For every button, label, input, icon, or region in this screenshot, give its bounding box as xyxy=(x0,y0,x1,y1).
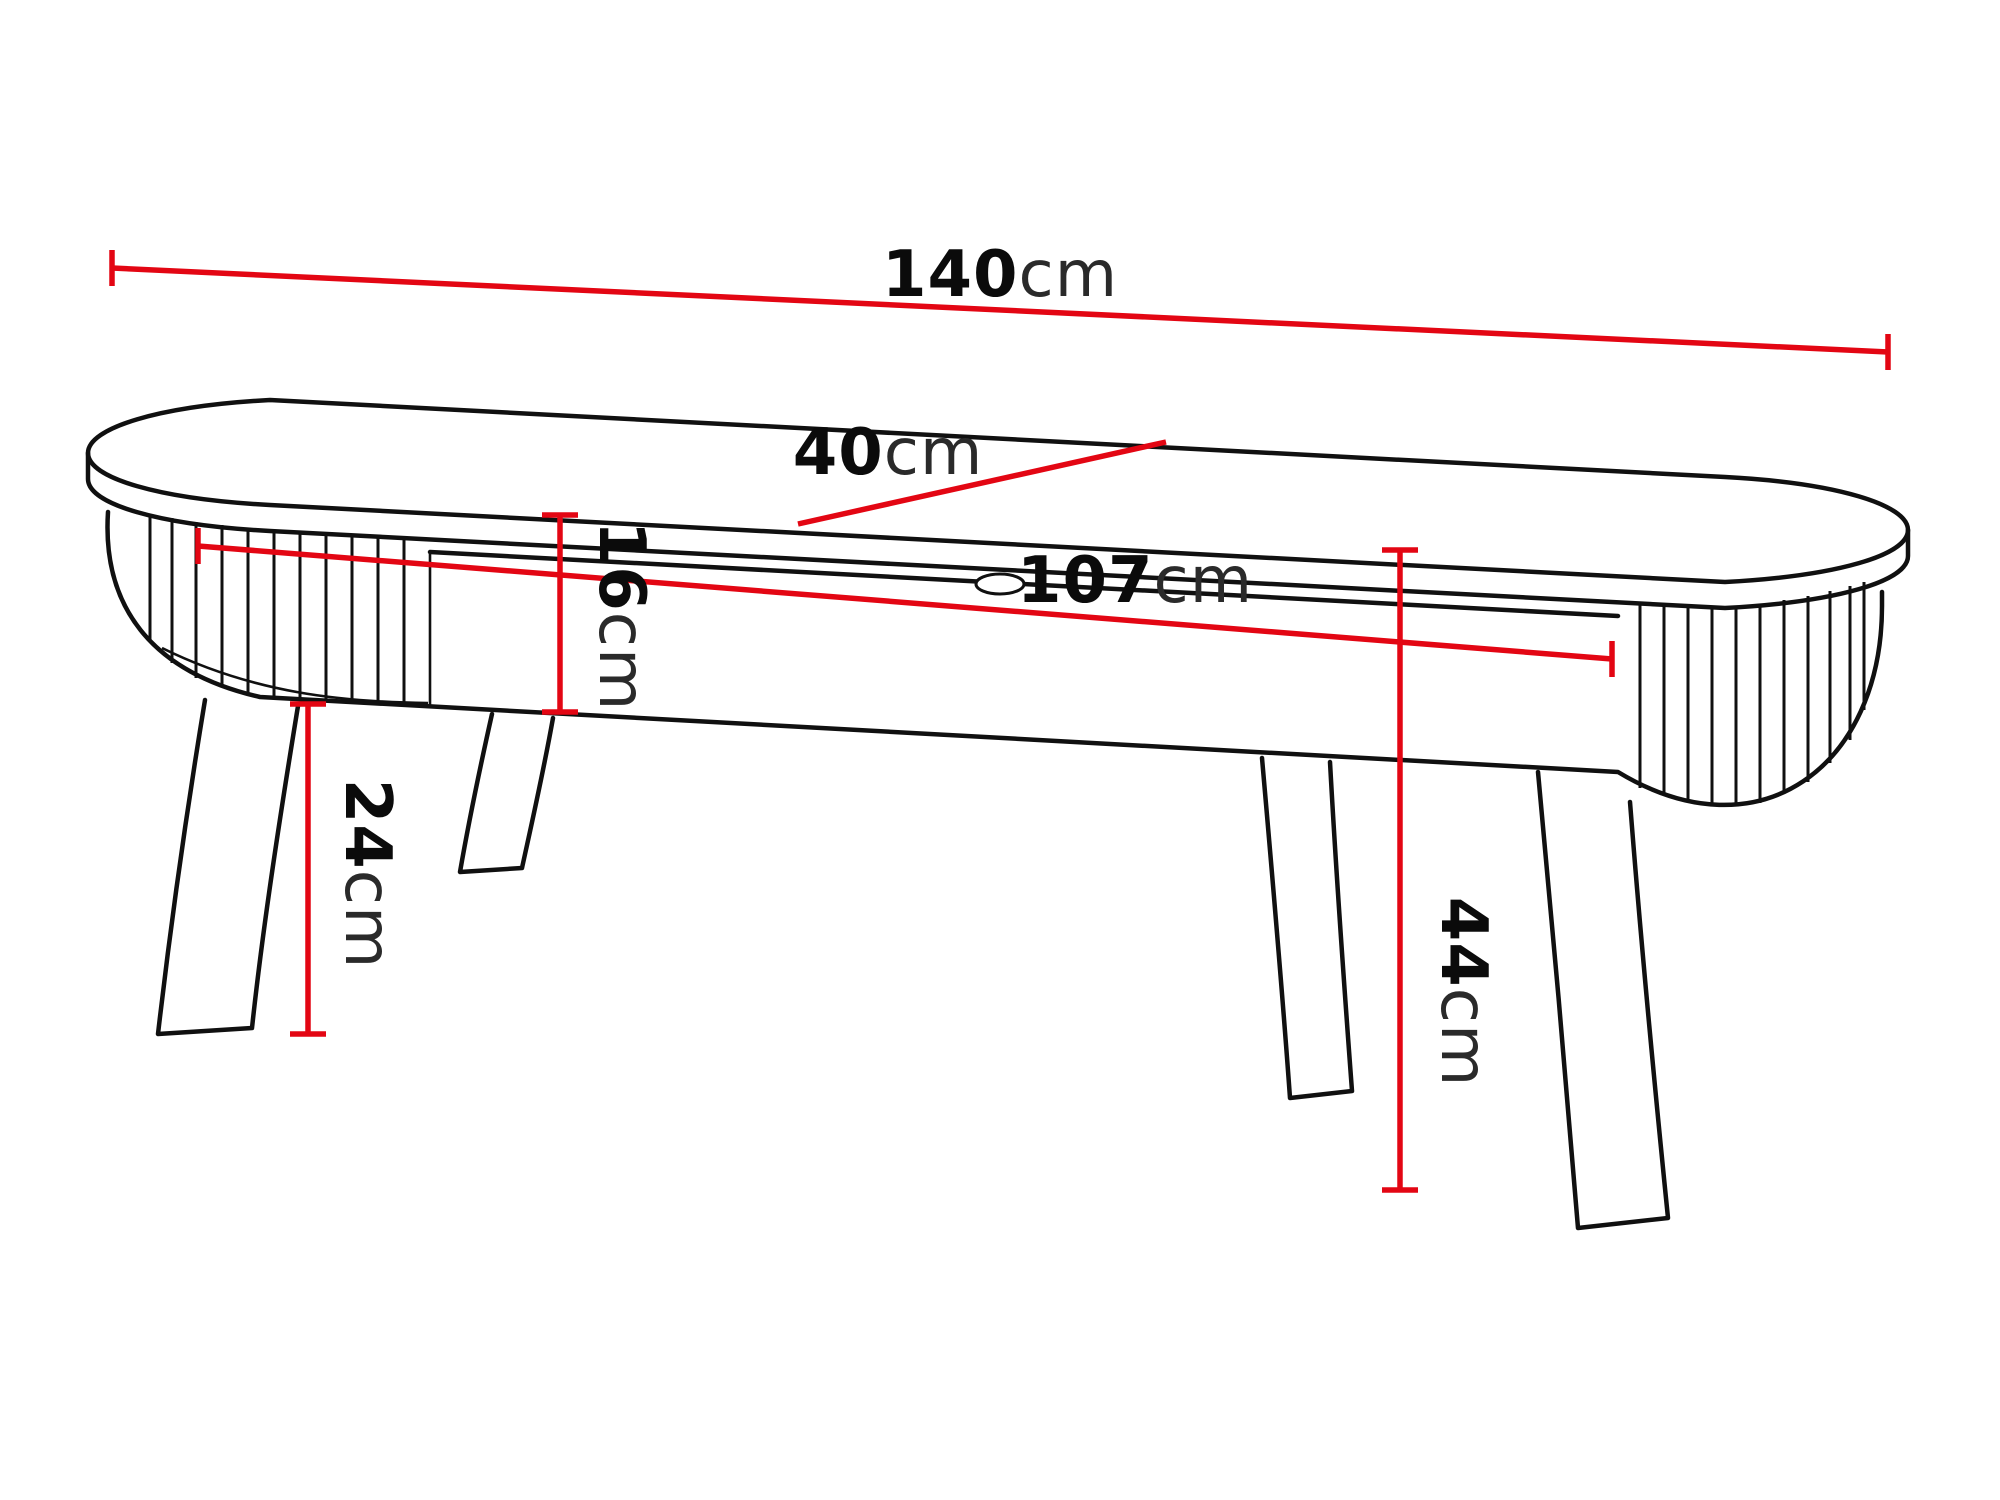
dimension-label-overall-height: 44cm xyxy=(1426,897,1500,1088)
dimension-line-depth xyxy=(797,439,1167,527)
dimension-depth: 40cm xyxy=(793,416,1167,527)
tv-stand-drawing xyxy=(85,397,1911,1231)
dimension-overall-width: 140cm xyxy=(109,238,1891,370)
carcass-outline xyxy=(105,509,1885,808)
dimension-niche-height: 16cm xyxy=(542,512,658,715)
dimension-label-leg-height: 24cm xyxy=(330,779,404,970)
dimension-label-inner-width: 107cm xyxy=(1017,544,1253,618)
tabletop-surface xyxy=(85,397,1911,585)
dimension-line-overall-width xyxy=(111,265,1889,355)
tabletop-edge xyxy=(85,450,1911,611)
dimension-label-depth: 40cm xyxy=(793,416,984,490)
dimension-label-overall-width: 140cm xyxy=(882,238,1118,312)
dimension-label-niche-height: 16cm xyxy=(584,521,658,712)
dimension-leg-height: 24cm xyxy=(290,701,404,1037)
back-right-leg xyxy=(1259,755,1355,1101)
dimension-line-inner-width xyxy=(197,543,1613,662)
back-left-leg xyxy=(457,711,556,875)
dimension-inner-width: 107cm xyxy=(195,528,1615,677)
right-end-slats xyxy=(1638,582,1866,805)
cable-cutout xyxy=(974,572,1026,596)
front-left-leg xyxy=(155,697,301,1037)
front-right-leg xyxy=(1535,769,1671,1231)
left-end-slats xyxy=(148,514,406,703)
dimension-overall-height: 44cm xyxy=(1382,547,1500,1193)
dimension-annotations: 140cm 40cm 107cm 16cm xyxy=(109,238,1891,1193)
